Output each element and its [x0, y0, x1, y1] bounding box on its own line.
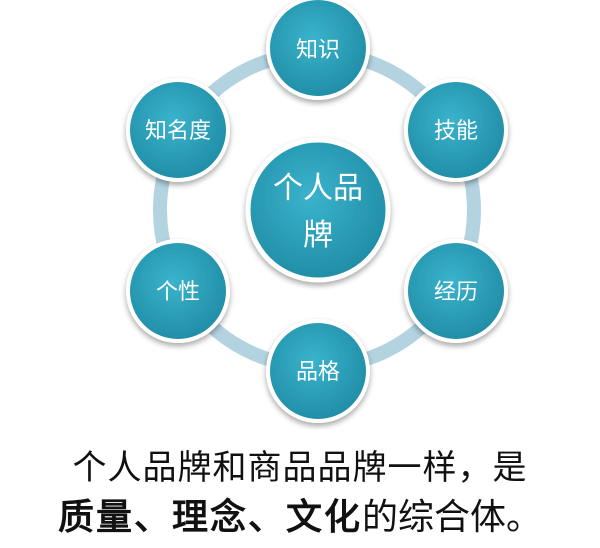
caption-line2-bold: 质量、理念、文化: [57, 497, 362, 538]
node-jingli: [404, 239, 508, 343]
node-label-zhimingdu: 知名度: [145, 119, 211, 144]
caption-line2: 质量、理念、文化的综合体。: [0, 488, 600, 540]
center-node: [245, 137, 391, 283]
node-gexing: [126, 239, 230, 343]
node-label-jineng: 技能: [434, 119, 478, 144]
node-zhimingdu: [126, 78, 230, 182]
node-jineng: [404, 78, 508, 182]
center-label-line2: 牌: [303, 218, 333, 253]
personal-brand-diagram: 个人品 牌 知识 技能 经历 品格 个性 知名度: [126, 0, 508, 423]
node-label-zhishi: 知识: [296, 38, 340, 63]
caption-line2-rest: 的综合体。: [362, 497, 543, 538]
node-label-gexing: 个性: [156, 280, 200, 305]
node-pinge: [266, 319, 370, 423]
center-label-line1: 个人品: [273, 171, 363, 206]
node-label-pinge: 品格: [296, 360, 340, 385]
node-label-jingli: 经历: [434, 280, 478, 305]
caption-line1: 个人品牌和商品品牌一样，是: [72, 448, 528, 488]
node-zhishi: [266, 0, 370, 100]
